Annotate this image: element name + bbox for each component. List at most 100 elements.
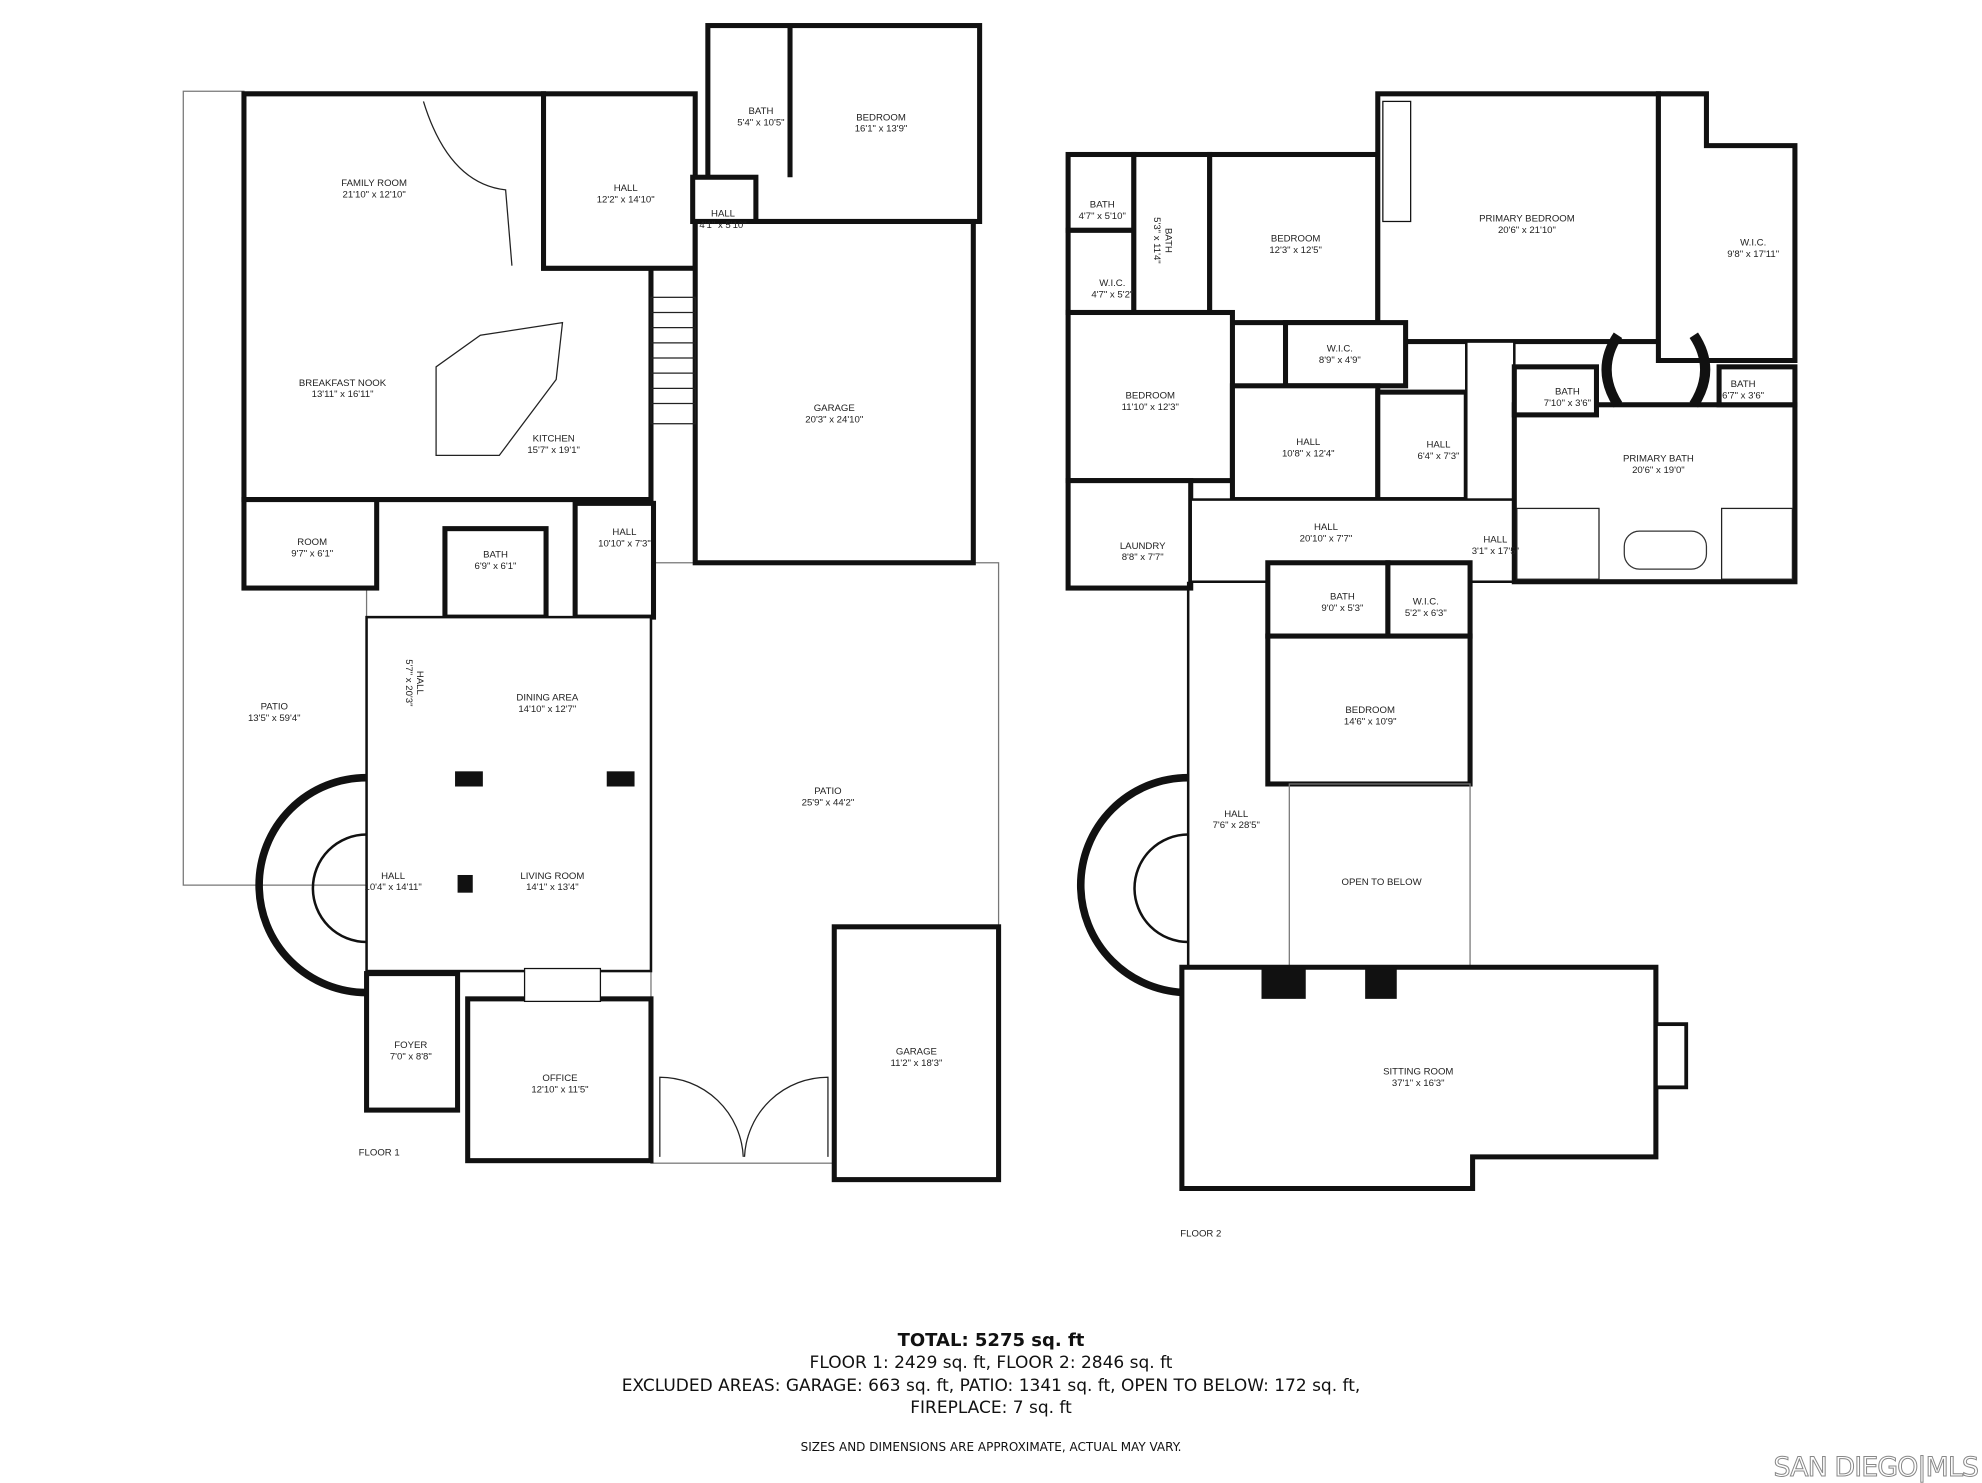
room-label: W.I.C.4'7" x 5'2" xyxy=(1091,278,1133,300)
room-dimensions: 12'2" x 14'10" xyxy=(597,195,655,206)
room-name: BREAKFAST NOOK xyxy=(299,378,387,389)
room-name: HALL xyxy=(381,871,406,882)
room-name: HALL xyxy=(414,671,425,696)
room-name: GARAGE xyxy=(814,403,855,414)
room-dimensions: 4'1" x 5'10" xyxy=(699,220,746,231)
room-name: OFFICE xyxy=(542,1073,577,1084)
room-dimensions: 6'4" x 7'3" xyxy=(1417,451,1459,462)
kitchen-island xyxy=(435,321,564,456)
room-name: BEDROOM xyxy=(1125,390,1175,401)
room-dimensions: 10'10" x 7'3" xyxy=(598,538,651,549)
room-name: ROOM xyxy=(297,537,327,548)
spiral-stair-inner xyxy=(311,833,367,944)
room-dimensions: 5'4" x 10'5" xyxy=(737,117,784,128)
garage-2-walls xyxy=(831,924,1002,1183)
room-dimensions: 20'6" x 19'0" xyxy=(1632,465,1685,476)
room-name: GARAGE xyxy=(896,1046,937,1057)
room-name: FOYER xyxy=(394,1040,427,1051)
room-name: BATH xyxy=(1090,200,1115,211)
room-dimensions: 9'7" x 6'1" xyxy=(291,548,333,559)
room-dimensions: 8'9" x 4'9" xyxy=(1319,355,1361,366)
room-dimensions: 9'0" x 5'3" xyxy=(1321,603,1363,614)
column xyxy=(606,771,635,787)
room-name: BATH xyxy=(1731,379,1756,390)
bath-walls xyxy=(1716,364,1798,408)
spiral-stair-inner xyxy=(1133,833,1189,944)
room-name: PATIO xyxy=(814,786,841,797)
fireplace xyxy=(1382,100,1412,223)
room-name: LAUNDRY xyxy=(1120,541,1166,552)
room-name: BEDROOM xyxy=(1345,705,1395,716)
wic-walls xyxy=(1282,320,1409,389)
dining-living-walls xyxy=(365,615,653,973)
room-name: HALL xyxy=(1426,440,1451,451)
floor-1-plan xyxy=(182,23,1002,1183)
total-area: TOTAL: 5275 sq. ft xyxy=(897,1330,1085,1351)
room-label: W.I.C.8'9" x 4'9" xyxy=(1319,344,1361,366)
room-name: W.I.C. xyxy=(1413,596,1439,607)
room-dimensions: 14'6" x 10'9" xyxy=(1344,717,1397,728)
room-dimensions: 7'0" x 8'8" xyxy=(390,1052,432,1063)
room-dimensions: 14'1" x 13'4" xyxy=(526,882,579,893)
room-dimensions: 15'7" x 19'1" xyxy=(527,445,580,456)
excluded-areas: EXCLUDED AREAS: GARAGE: 663 sq. ft, PATI… xyxy=(621,1376,1361,1396)
room-dimensions: 7'6" x 28'5" xyxy=(1213,820,1260,831)
mls-logo: SAN DIEGO|MLS xyxy=(1773,1452,1979,1483)
room-name: HALL xyxy=(1314,522,1339,533)
room-label: W.I.C.5'2" x 6'3" xyxy=(1405,596,1447,618)
room-name: BEDROOM xyxy=(1271,234,1321,245)
room-dimensions: 6'7" x 3'6" xyxy=(1722,390,1764,401)
room-dimensions: 20'3" x 24'10" xyxy=(805,414,863,425)
fireplace xyxy=(523,967,602,1003)
room-dimensions: 5'2" x 6'3" xyxy=(1405,608,1447,619)
room-dimensions: 25'9" x 44'2" xyxy=(802,797,855,808)
room-dimensions: 9'8" x 17'11" xyxy=(1727,249,1779,260)
room-name: BATH xyxy=(1330,591,1355,602)
room-dimensions: 11'10" x 12'3" xyxy=(1122,402,1179,413)
room-dimensions: 12'3" x 12'5" xyxy=(1269,245,1322,256)
fireplace xyxy=(1653,1022,1689,1090)
excluded-areas-cont: FIREPLACE: 7 sq. ft xyxy=(910,1398,1072,1418)
room-name: PATIO xyxy=(261,701,288,712)
sitting-room-walls xyxy=(1179,964,1659,1191)
fireplace-arc xyxy=(422,101,513,266)
column xyxy=(457,874,473,893)
wic-walls xyxy=(1385,560,1473,639)
curved-wall xyxy=(1689,332,1711,408)
bath-walls xyxy=(1511,364,1599,418)
room-dimensions: 14'10" x 12'7" xyxy=(518,704,576,715)
room-label: W.I.C.9'8" x 17'11" xyxy=(1727,238,1779,260)
room-name: HALL xyxy=(1483,535,1508,546)
room-dimensions: 37'1" x 16'3" xyxy=(1392,1078,1445,1089)
floor-2-label: FLOOR 2 xyxy=(1180,1229,1221,1240)
room-name: BEDROOM xyxy=(856,112,906,123)
room-name: HALL xyxy=(1296,437,1321,448)
small-hall-walls xyxy=(690,174,759,225)
room-dimensions: 11'2" x 18'3" xyxy=(890,1058,942,1069)
room-label: HALL5'7" x 20'3" xyxy=(403,659,425,706)
room-name: BATH xyxy=(749,106,774,117)
column xyxy=(1365,967,1397,999)
room-name: W.I.C. xyxy=(1327,344,1353,355)
